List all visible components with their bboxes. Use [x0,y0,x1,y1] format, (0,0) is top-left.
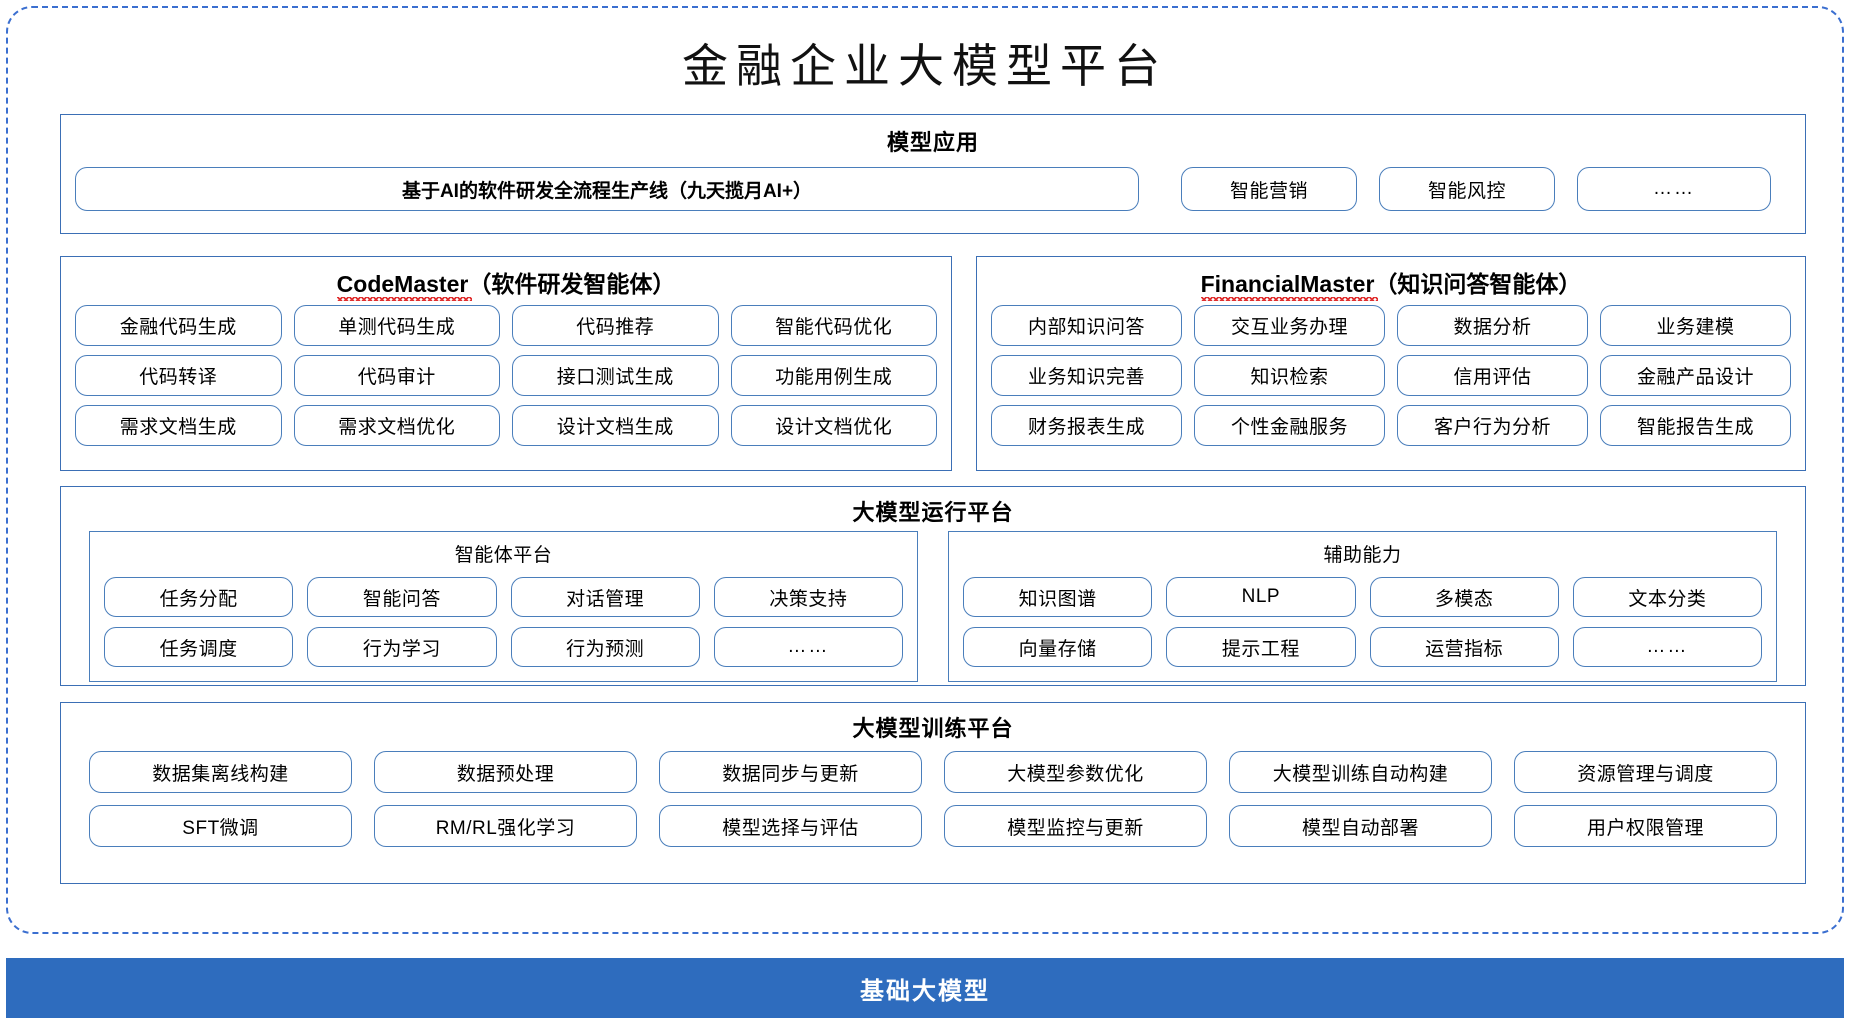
runtime-item-more[interactable]: …… [713,627,903,667]
training-item[interactable]: 模型监控与更新 [944,805,1207,847]
model-applications-row: 基于AI的软件研发全流程生产线（九天揽月AI+） 智能营销 智能风控 …… [75,167,1793,211]
capability-item[interactable]: 智能报告生成 [1600,405,1791,446]
capability-item[interactable]: 需求文档生成 [75,405,282,446]
capability-row: 内部知识问答 交互业务办理 数据分析 业务建模 [991,305,1791,346]
training-item[interactable]: 数据集离线构建 [89,751,352,793]
runtime-row: 任务分配 智能问答 对话管理 决策支持 [104,577,903,617]
financialmaster-capability-grid: 内部知识问答 交互业务办理 数据分析 业务建模 业务知识完善 知识检索 信用评估… [991,305,1791,446]
section-title-runtime-platform: 大模型运行平台 [852,500,1014,525]
runtime-item[interactable]: 文本分类 [1572,577,1762,617]
training-item[interactable]: 资源管理与调度 [1514,751,1777,793]
capability-item[interactable]: 交互业务办理 [1194,305,1385,346]
runtime-item[interactable]: 多模态 [1369,577,1559,617]
capability-item[interactable]: 业务建模 [1600,305,1791,346]
capability-item[interactable]: 业务知识完善 [991,355,1182,396]
app-item-more[interactable]: …… [1577,167,1771,211]
capability-item[interactable]: 数据分析 [1397,305,1588,346]
runtime-row: 知识图谱 NLP 多模态 文本分类 [963,577,1762,617]
financialmaster-name-en: FinancialMaster [1200,271,1379,301]
capability-row: 代码转译 代码审计 接口测试生成 功能用例生成 [75,355,937,396]
training-item[interactable]: 大模型参数优化 [944,751,1207,793]
section-model-applications: 模型应用 基于AI的软件研发全流程生产线（九天揽月AI+） 智能营销 智能风控 … [60,114,1806,234]
capability-item[interactable]: 金融代码生成 [75,305,282,346]
capability-item[interactable]: 信用评估 [1397,355,1588,396]
training-rows: 数据集离线构建 数据预处理 数据同步与更新 大模型参数优化 大模型训练自动构建 … [89,751,1777,847]
capability-item[interactable]: 个性金融服务 [1194,405,1385,446]
runtime-item[interactable]: NLP [1166,577,1356,617]
runtime-item[interactable]: 运营指标 [1369,627,1559,667]
runtime-item[interactable]: 提示工程 [1166,627,1356,667]
codemaster-name-en: CodeMaster [336,271,472,301]
section-training-platform: 大模型训练平台 数据集离线构建 数据预处理 数据同步与更新 大模型参数优化 大模… [60,702,1806,884]
base-model-bar: 基础大模型 [6,958,1844,1018]
runtime-item[interactable]: 决策支持 [713,577,903,617]
training-item[interactable]: 大模型训练自动构建 [1229,751,1492,793]
subpanel-agent-platform: 智能体平台 任务分配 智能问答 对话管理 决策支持 任务调度 行为学习 行为预测… [89,531,918,682]
training-item[interactable]: SFT微调 [89,805,352,847]
capability-item[interactable]: 设计文档生成 [512,405,719,446]
runtime-item[interactable]: 行为学习 [307,627,497,667]
base-model-label: 基础大模型 [860,977,990,1005]
runtime-item[interactable]: 智能问答 [307,577,497,617]
runtime-item[interactable]: 任务调度 [104,627,294,667]
section-title-training-platform: 大模型训练平台 [852,716,1014,741]
section-runtime-platform: 大模型运行平台 智能体平台 任务分配 智能问答 对话管理 决策支持 任务调度 行… [60,486,1806,686]
subpanel-title-auxiliary-capability: 辅助能力 [1323,545,1402,566]
capability-row: 财务报表生成 个性金融服务 客户行为分析 智能报告生成 [991,405,1791,446]
capability-item[interactable]: 智能代码优化 [730,305,937,346]
training-row: SFT微调 RM/RL强化学习 模型选择与评估 模型监控与更新 模型自动部署 用… [89,805,1777,847]
capability-item[interactable]: 接口测试生成 [512,355,719,396]
app-item-risk-control[interactable]: 智能风控 [1379,167,1555,211]
capability-item[interactable]: 客户行为分析 [1397,405,1588,446]
codemaster-name-cn: （软件研发智能体） [468,271,676,297]
section-title-codemaster: CodeMaster（软件研发智能体） [61,265,951,301]
training-row: 数据集离线构建 数据预处理 数据同步与更新 大模型参数优化 大模型训练自动构建 … [89,751,1777,793]
section-financialmaster: FinancialMaster（知识问答智能体） 内部知识问答 交互业务办理 数… [976,256,1806,471]
app-item-flagship[interactable]: 基于AI的软件研发全流程生产线（九天揽月AI+） [75,167,1139,211]
capability-item[interactable]: 财务报表生成 [991,405,1182,446]
subpanel-auxiliary-capability: 辅助能力 知识图谱 NLP 多模态 文本分类 向量存储 提示工程 运营指标 …… [948,531,1777,682]
capability-item[interactable]: 单测代码生成 [293,305,500,346]
runtime-item[interactable]: 对话管理 [510,577,700,617]
runtime-item-more[interactable]: …… [1572,627,1762,667]
training-item[interactable]: 模型选择与评估 [659,805,922,847]
training-item[interactable]: 数据预处理 [374,751,637,793]
runtime-row: 向量存储 提示工程 运营指标 …… [963,627,1762,667]
capability-item[interactable]: 内部知识问答 [991,305,1182,346]
runtime-item[interactable]: 任务分配 [104,577,294,617]
training-item[interactable]: 数据同步与更新 [659,751,922,793]
runtime-subpanels: 智能体平台 任务分配 智能问答 对话管理 决策支持 任务调度 行为学习 行为预测… [89,531,1777,682]
section-title-model-applications: 模型应用 [886,130,979,155]
subpanel-title-agent-platform: 智能体平台 [454,545,553,566]
capability-row: 金融代码生成 单测代码生成 代码推荐 智能代码优化 [75,305,937,346]
financialmaster-name-cn: （知识问答智能体） [1374,271,1582,297]
capability-item[interactable]: 需求文档优化 [293,405,500,446]
capability-row: 需求文档生成 需求文档优化 设计文档生成 设计文档优化 [75,405,937,446]
training-item[interactable]: 用户权限管理 [1514,805,1777,847]
runtime-row: 任务调度 行为学习 行为预测 …… [104,627,903,667]
app-item-marketing[interactable]: 智能营销 [1181,167,1357,211]
capability-item[interactable]: 代码转译 [75,355,282,396]
codemaster-capability-grid: 金融代码生成 单测代码生成 代码推荐 智能代码优化 代码转译 代码审计 接口测试… [75,305,937,446]
runtime-item[interactable]: 知识图谱 [963,577,1153,617]
capability-item[interactable]: 金融产品设计 [1600,355,1791,396]
section-title-financialmaster: FinancialMaster（知识问答智能体） [977,265,1805,301]
capability-item[interactable]: 代码审计 [293,355,500,396]
capability-item[interactable]: 功能用例生成 [730,355,937,396]
training-item[interactable]: RM/RL强化学习 [374,805,637,847]
page-title: 金融企业大模型平台 [682,41,1168,92]
training-item[interactable]: 模型自动部署 [1229,805,1492,847]
capability-item[interactable]: 知识检索 [1194,355,1385,396]
runtime-item[interactable]: 向量存储 [963,627,1153,667]
diagram-outer-frame: 金融企业大模型平台 模型应用 基于AI的软件研发全流程生产线（九天揽月AI+） … [6,6,1844,934]
runtime-item[interactable]: 行为预测 [510,627,700,667]
capability-item[interactable]: 设计文档优化 [730,405,937,446]
capability-item[interactable]: 代码推荐 [512,305,719,346]
capability-row: 业务知识完善 知识检索 信用评估 金融产品设计 [991,355,1791,396]
section-codemaster: CodeMaster（软件研发智能体） 金融代码生成 单测代码生成 代码推荐 智… [60,256,952,471]
